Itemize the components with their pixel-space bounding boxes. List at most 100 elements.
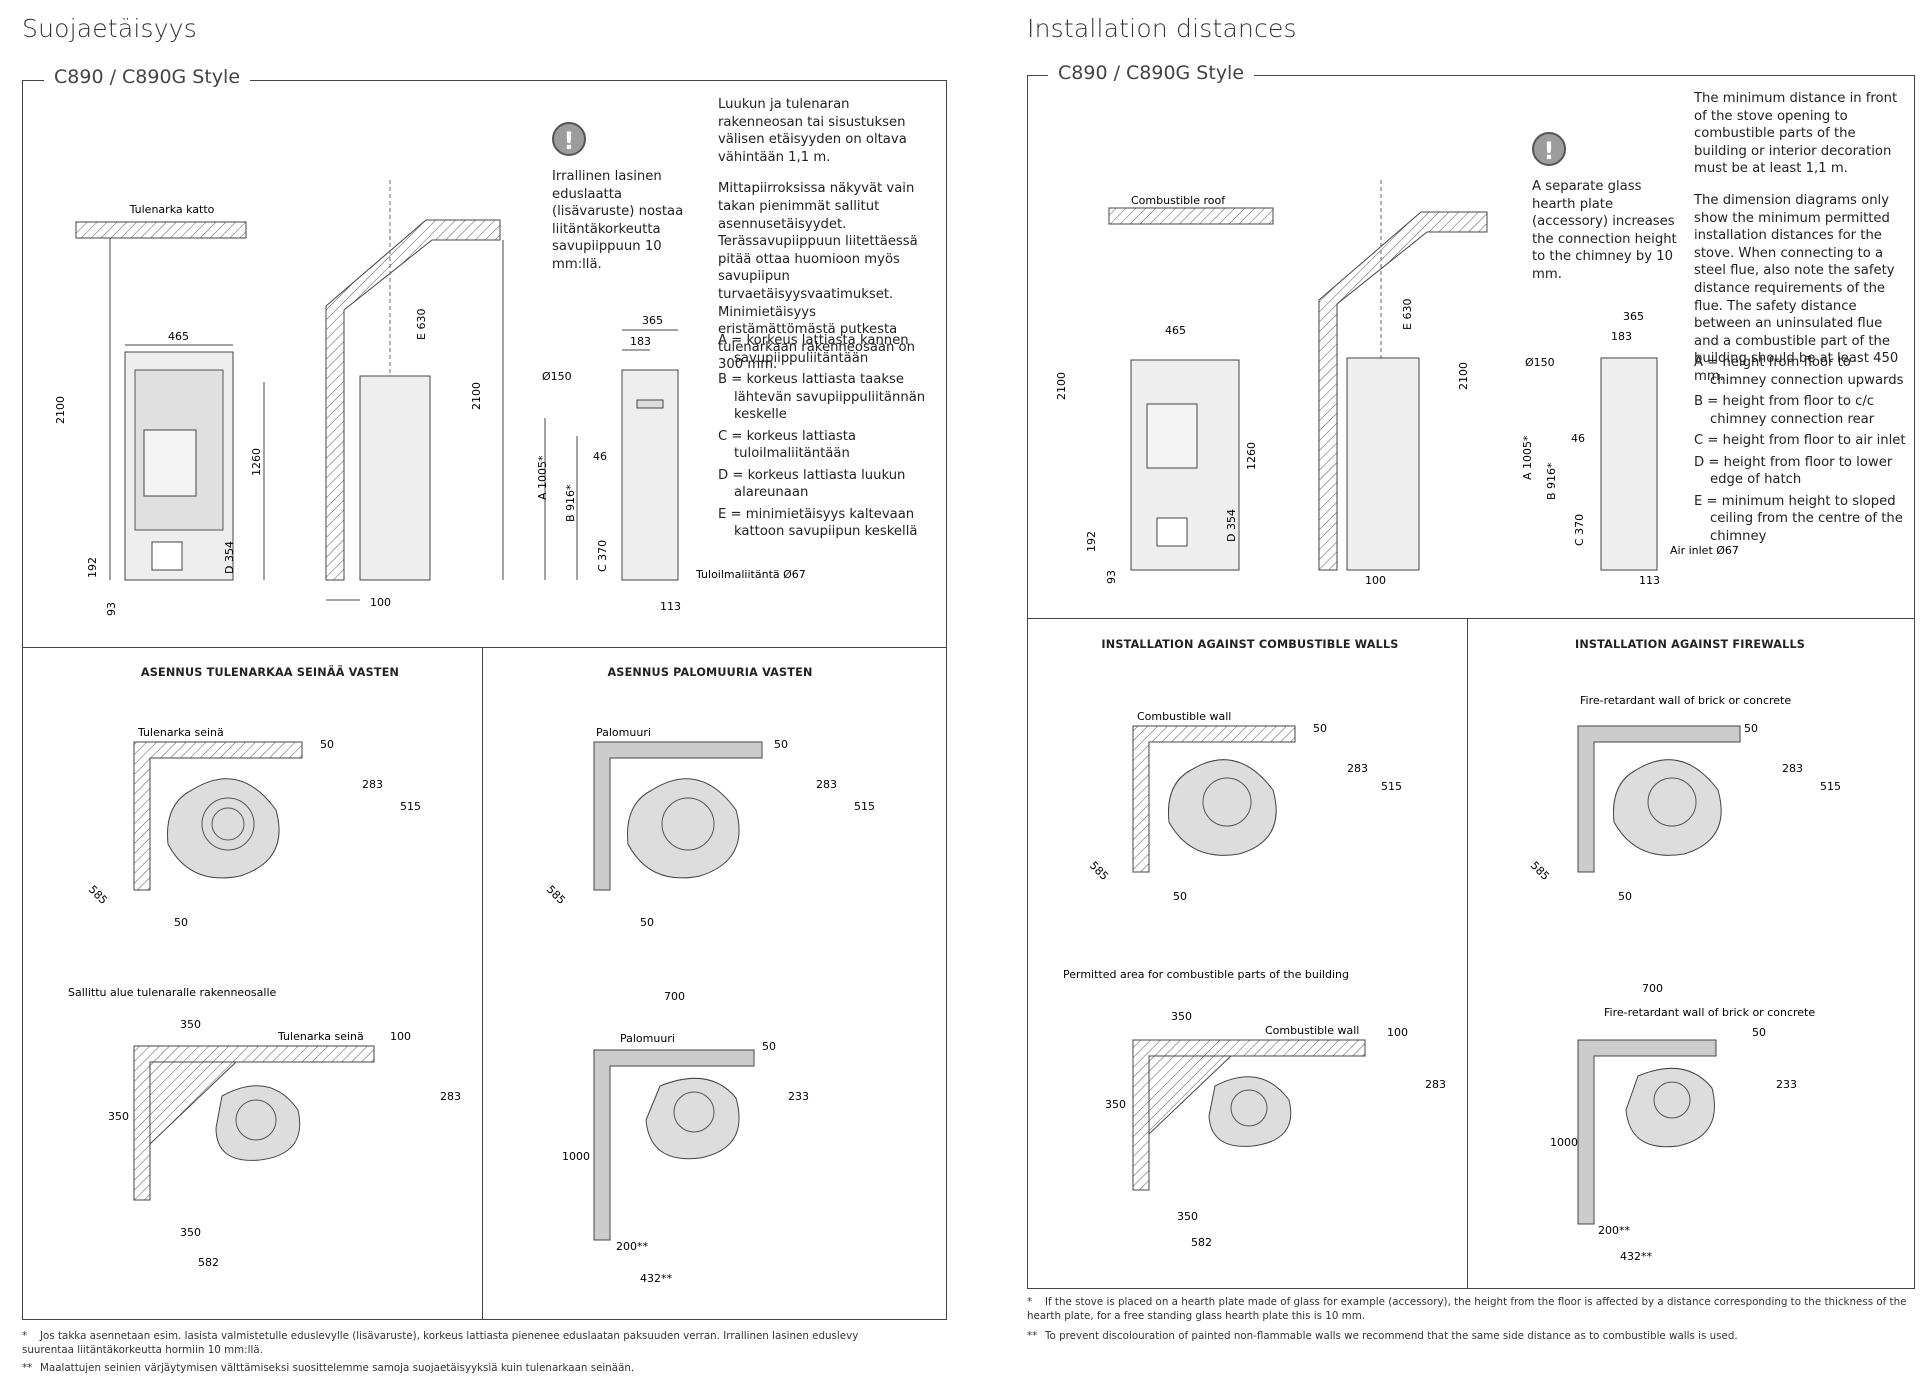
- dim-585-en: 585: [1087, 859, 1111, 883]
- dim-365: 365: [642, 314, 663, 327]
- plan-diagram-combustible-left: Tulenarka seinä 50 283 515 585 50 Sallit…: [68, 726, 461, 1269]
- dim-582: 582: [198, 1256, 219, 1269]
- intro-para-2: Mittapiirroksissa näkyvät vain takan pie…: [718, 181, 918, 373]
- wall-label-3: Tulenarka seinä: [277, 1030, 364, 1043]
- legend-item-e-en: E = minimum height to sloped ceiling fro…: [1694, 493, 1903, 544]
- dim-c370: C 370: [596, 540, 609, 572]
- dim-46-en: 46: [1571, 432, 1585, 445]
- dim-233-en: 233: [1776, 1078, 1797, 1091]
- footnote-2-mark: **: [22, 1362, 33, 1374]
- wall-label-1-en: Combustible wall: [1137, 710, 1231, 723]
- dim-432: 432**: [640, 1272, 672, 1285]
- roof-label: Tulenarka katto: [129, 203, 215, 216]
- dim-1000: 1000: [562, 1150, 590, 1163]
- dim-192: 192: [86, 557, 99, 578]
- intro-para-2-en: The dimension diagrams only show the min…: [1694, 192, 1899, 384]
- dim-e630-en: E 630: [1401, 299, 1414, 330]
- legend-item-e: E = minimietäisyys kaltevaan kattoon sav…: [718, 506, 918, 540]
- section-title-firewall-left: ASENNUS PALOMUURIA VASTEN: [607, 666, 813, 679]
- dim-515-en: 515: [1381, 780, 1402, 793]
- divider-mid-right: [1467, 618, 1468, 1288]
- dim-365-en: 365: [1623, 310, 1644, 323]
- page-title-left: Suojaetäisyys: [22, 14, 197, 43]
- dim-283-b: 283: [440, 1090, 461, 1103]
- wall-label-2: Palomuuri: [596, 726, 651, 739]
- glass-plate-note-right: A separate glass hearth plate (accessory…: [1532, 179, 1677, 282]
- dim-465: 465: [168, 330, 189, 343]
- dim-283-fw-en: 283: [1782, 762, 1803, 775]
- dim-515: 515: [400, 800, 421, 813]
- dimension-frame-left: [22, 80, 947, 1320]
- footnote-2-mark-en: **: [1027, 1330, 1038, 1342]
- dim-515-fw: 515: [854, 800, 875, 813]
- dim-350-top: 350: [180, 1018, 201, 1031]
- elevation-diagram-right: Combustible roof 2100 465 1260 D 354 192…: [1055, 180, 1739, 587]
- plan-diagram-firewall-right: Fire-retardant wall of brick or concrete…: [1528, 694, 1841, 1263]
- dim-b916-en: B 916*: [1545, 462, 1558, 500]
- dim-a1005-en: A 1005*: [1521, 435, 1534, 480]
- legend-item-a: A = korkeus lattiasta kannen savupiippul…: [718, 333, 909, 366]
- dim-flue-diam-en: Ø150: [1525, 356, 1555, 369]
- wall-label-1: Tulenarka seinä: [137, 726, 224, 739]
- footnote-1-text-en: If the stove is placed on a hearth plate…: [1027, 1296, 1907, 1322]
- dim-50-fw-b: 50: [640, 916, 654, 929]
- section-title-firewall-right: INSTALLATION AGAINST FIREWALLS: [1574, 638, 1806, 651]
- dim-93: 93: [105, 602, 118, 616]
- dim-113-en: 113: [1639, 574, 1660, 587]
- dim-350-bottom-en: 350: [1177, 1210, 1198, 1223]
- footnote-1-right: *If the stove is placed on a hearth plat…: [1027, 1296, 1907, 1323]
- dim-c370-en: C 370: [1573, 514, 1586, 546]
- legend-right: A = height from floor to chimney connect…: [1694, 354, 1906, 549]
- dim-50-fw: 50: [774, 738, 788, 751]
- inlet-label: Tuloilmaliitäntä Ø67: [695, 568, 806, 581]
- dim-100-en: 100: [1365, 574, 1386, 587]
- frame-title-right: C890 / C890G Style: [1048, 62, 1255, 84]
- intro-para-1-en: The minimum distance in front of the sto…: [1694, 91, 1898, 177]
- dim-2100-side-en: 2100: [1457, 362, 1470, 390]
- dim-585-fw: 585: [544, 883, 568, 907]
- footnote-2-left: **Maalattujen seinien värjäytymisen vält…: [22, 1362, 902, 1376]
- dim-50-bottom: 50: [174, 916, 188, 929]
- dim-283-b-en: 283: [1425, 1078, 1446, 1091]
- dim-585-fw-en: 585: [1528, 859, 1552, 883]
- section-title-combustible-left: ASENNUS TULENARKAA SEINÄÄ VASTEN: [140, 666, 400, 679]
- intro-text-right: The minimum distance in front of the sto…: [1694, 90, 1906, 400]
- footnote-1-left: *Jos takka asennetaan esim. lasista valm…: [22, 1330, 902, 1357]
- dim-585: 585: [86, 883, 110, 907]
- footnote-1-mark-en: *: [1027, 1296, 1033, 1308]
- dim-700: 700: [664, 990, 685, 1003]
- dim-183-en: 183: [1611, 330, 1632, 343]
- dim-515-fw-en: 515: [1820, 780, 1841, 793]
- dim-350-side: 350: [108, 1110, 129, 1123]
- dim-192-en: 192: [1085, 531, 1098, 552]
- wall-label-4-en: Fire-retardant wall of brick or concrete: [1604, 1006, 1815, 1019]
- footnote-1-text: Jos takka asennetaan esim. lasista valmi…: [22, 1330, 859, 1356]
- legend-item-d: D = korkeus lattiasta luukun alareunaan: [718, 467, 906, 501]
- legend-item-b-en: B = height from floor to c/c chimney con…: [1694, 394, 1875, 427]
- dim-2100-side: 2100: [470, 382, 483, 410]
- legend-item-d-en: D = height from floor to lower edge of h…: [1694, 454, 1893, 488]
- intro-text-left: Luukun ja tulenaran rakenneosan tai sisu…: [718, 96, 936, 388]
- dim-2100: 2100: [54, 396, 67, 424]
- permitted-label-1: Sallittu alue tulenaralle rakenneosalle: [68, 986, 277, 999]
- divider-mid-left: [482, 647, 483, 1319]
- dimension-frame-right: [1027, 75, 1915, 1289]
- elevation-diagram-left: Tulenarka katto 2100 465 1260 D 354 192 …: [54, 180, 806, 616]
- dim-d354: D 354: [223, 541, 236, 574]
- dim-582-en: 582: [1191, 1236, 1212, 1249]
- exclamation-icon: !: [1532, 132, 1566, 166]
- dim-d354-en: D 354: [1225, 509, 1238, 542]
- legend-item-a-en: A = height from floor to chimney connect…: [1694, 355, 1904, 388]
- wall-label-4: Palomuuri: [620, 1032, 675, 1045]
- dim-46: 46: [593, 450, 607, 463]
- dim-50-fw-en: 50: [1744, 722, 1758, 735]
- footnote-2-right: ** To prevent discolouration of painted n…: [1027, 1330, 1907, 1344]
- dim-1000-en: 1000: [1550, 1136, 1578, 1149]
- dim-200: 200**: [616, 1240, 648, 1253]
- dim-350-top-en: 350: [1171, 1010, 1192, 1023]
- footnote-2-text-en: To prevent discolouration of painted non…: [1045, 1330, 1738, 1342]
- intro-para-1: Luukun ja tulenaran rakenneosan tai sisu…: [718, 97, 907, 165]
- dim-233: 233: [788, 1090, 809, 1103]
- legend-item-b: B = korkeus lattiasta taakse lähtevän sa…: [718, 372, 926, 422]
- dim-432-en: 432**: [1620, 1250, 1652, 1263]
